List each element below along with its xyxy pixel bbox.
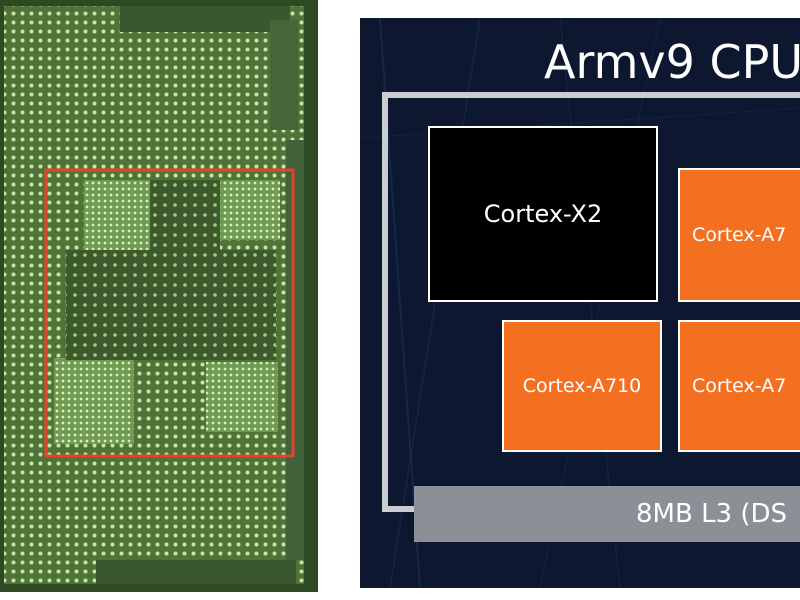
core-label: Cortex-X2 <box>483 200 603 228</box>
core-cortex-a710: Cortex-A710 <box>502 320 662 452</box>
core-cortex-a7-bottom-right: Cortex-A7 <box>678 320 800 452</box>
core-label: Cortex-A7 <box>692 375 787 397</box>
l3-cache-label: 8MB L3 (DS <box>636 499 788 529</box>
cpu-block-diagram: Armv9 CPU Cortex-X2 Cortex-A7 Cortex-A71… <box>360 18 800 588</box>
core-cortex-x2: Cortex-X2 <box>428 126 658 302</box>
core-label: Cortex-A710 <box>522 375 642 397</box>
die-photo-image <box>0 0 318 592</box>
core-cortex-a7-top-right: Cortex-A7 <box>678 168 800 302</box>
l3-cache-bar: 8MB L3 (DS <box>414 486 800 542</box>
cpu-cluster-highlight <box>44 168 295 458</box>
die-photo <box>0 0 318 592</box>
core-label: Cortex-A7 <box>692 224 787 246</box>
diagram-title: Armv9 CPU <box>544 35 800 89</box>
